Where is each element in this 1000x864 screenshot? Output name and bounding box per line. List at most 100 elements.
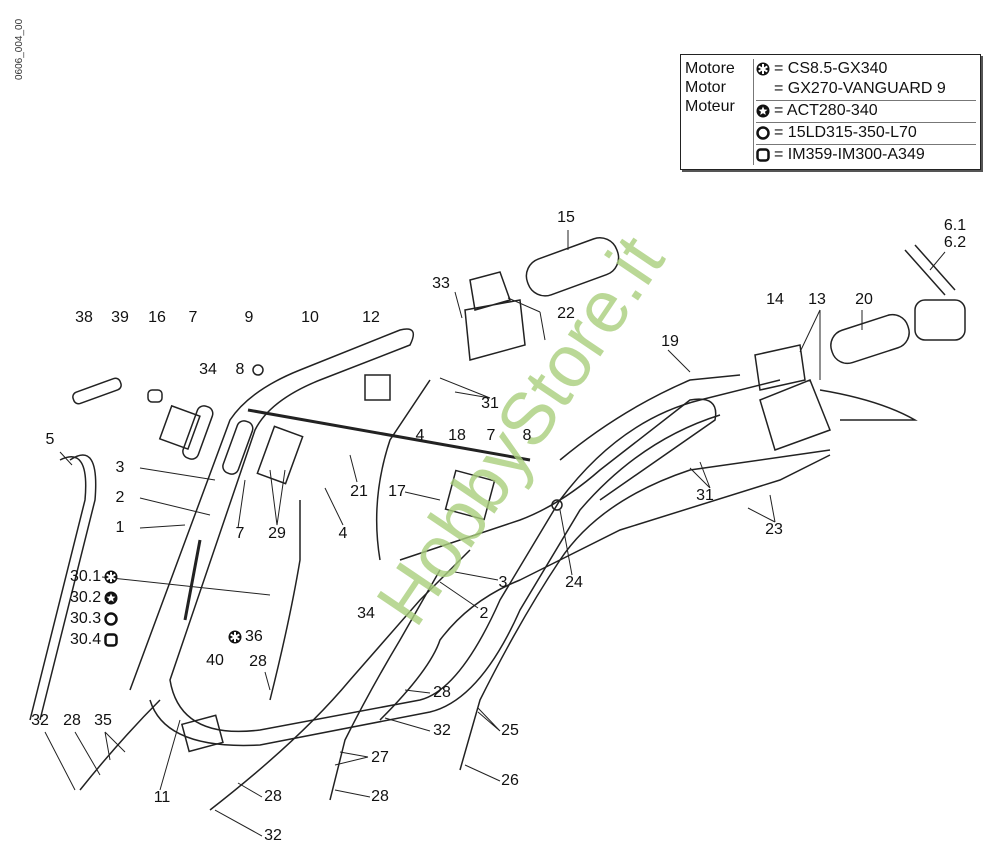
part-label: 14 <box>766 291 784 308</box>
part-label: 28 <box>433 684 451 701</box>
bracket-11 <box>180 714 224 753</box>
handlebar-tube <box>149 414 721 747</box>
part-label: 19 <box>661 333 679 350</box>
cable-5 <box>29 456 87 721</box>
part-label: 2 <box>115 489 125 506</box>
part-label: 16 <box>148 309 166 326</box>
variant-label: 30.2 <box>70 589 118 607</box>
part-label: 4 <box>415 427 425 444</box>
part-label: 28 <box>63 712 81 729</box>
legend-row: = IM359-IM300-A349 <box>756 144 976 164</box>
motor-label-it: Motore <box>685 60 735 77</box>
legend-row: = ACT280-340 <box>756 100 976 120</box>
part-label: 6.2 <box>943 234 967 251</box>
part-label: 5 <box>45 431 55 448</box>
part-label: 22 <box>557 305 575 322</box>
part-label: 12 <box>362 309 380 326</box>
cable-31 <box>375 379 431 561</box>
grip-right <box>830 313 910 365</box>
part-label: 35 <box>94 712 112 729</box>
part-label: 3 <box>498 574 508 591</box>
circle-icon <box>104 612 118 626</box>
legend-text: = 15LD315-350-L70 <box>774 124 917 141</box>
part-label: 6.1 <box>943 217 967 234</box>
part-label: 31 <box>696 487 714 504</box>
nut-9 <box>252 364 264 376</box>
part-label: 28 <box>249 653 267 670</box>
part-label: 32 <box>31 712 49 729</box>
part-label: 7 <box>235 525 245 542</box>
plate-29 <box>256 425 304 485</box>
variant-label: 30.4 <box>70 631 118 649</box>
legend-text: = ACT280-340 <box>774 102 878 119</box>
spring-34 <box>182 405 214 460</box>
engine-legend: Motore Motor Moteur = CS8.5-GX340 = GX27… <box>680 54 981 170</box>
part-label: 38 <box>75 309 93 326</box>
part-label: 25 <box>501 722 519 739</box>
cable-36 <box>269 500 301 701</box>
star-circle-icon <box>104 591 118 605</box>
motor-label-de: Motor <box>685 79 726 96</box>
cover-14 <box>754 344 806 391</box>
cable-30 <box>183 539 202 621</box>
spring-34b <box>222 420 254 475</box>
legend-row: = CS8.5-GX340 <box>756 59 976 78</box>
part-label: 17 <box>388 483 406 500</box>
variant-text: 30.4 <box>70 631 102 648</box>
star-circle-icon <box>756 104 770 117</box>
control-box-left <box>464 271 526 361</box>
square-icon <box>104 633 118 647</box>
part-38 <box>72 377 122 405</box>
part-label: 34 <box>199 361 217 378</box>
cable-5 <box>39 454 97 721</box>
legend-text: = GX270-VANGUARD 9 <box>774 80 946 97</box>
square-icon <box>756 147 770 162</box>
cable-19 <box>559 374 741 461</box>
motor-label-fr: Moteur <box>685 98 735 115</box>
part-label: 36 <box>245 628 263 645</box>
part-label: 11 <box>153 789 171 806</box>
part-label: 1 <box>115 519 125 536</box>
lever-6 <box>904 244 956 296</box>
part-label: 23 <box>765 521 783 538</box>
lever-housing <box>914 299 966 341</box>
part-label: 32 <box>264 827 282 844</box>
legend-row: = GX270-VANGUARD 9 <box>756 79 976 98</box>
part-label: 21 <box>350 483 368 500</box>
cable-23 <box>379 454 831 721</box>
part-label: 4 <box>338 525 348 542</box>
handlebar-tube <box>129 328 781 733</box>
asterisk-circle-icon <box>228 630 242 644</box>
part-label: 8 <box>235 361 245 378</box>
part-label: 34 <box>357 605 375 622</box>
asterisk-circle-icon <box>756 62 770 75</box>
part-label: 20 <box>855 291 873 308</box>
nut-24 <box>551 499 563 511</box>
cable-27 <box>209 549 471 811</box>
part-label: 28 <box>371 788 389 805</box>
handlebar-tube <box>399 398 717 561</box>
legend-row: = 15LD315-350-L70 <box>756 122 976 142</box>
variant-text: 30.3 <box>70 610 102 627</box>
part-label: 28 <box>264 788 282 805</box>
lever-7 <box>158 404 201 451</box>
part-label: 7 <box>486 427 496 444</box>
part-label: 3 <box>115 459 125 476</box>
part-label: 15 <box>557 209 575 226</box>
grip-left <box>525 237 620 297</box>
switch-12 <box>364 374 391 401</box>
part-label: 2 <box>479 605 489 622</box>
motor-labels: Motore Motor Moteur <box>685 59 735 116</box>
divider <box>753 59 754 165</box>
legend-text: = CS8.5-GX340 <box>774 60 888 77</box>
asterisk-circle-icon <box>104 570 118 584</box>
part-label-36: 36 <box>228 628 263 646</box>
cross-rod <box>247 408 531 462</box>
variant-label: 30.3 <box>70 610 118 628</box>
part-label: 26 <box>501 772 519 789</box>
variant-text: 30.1 <box>70 568 102 585</box>
part-label: 18 <box>448 427 466 444</box>
variant-label: 30.1 <box>70 568 118 586</box>
